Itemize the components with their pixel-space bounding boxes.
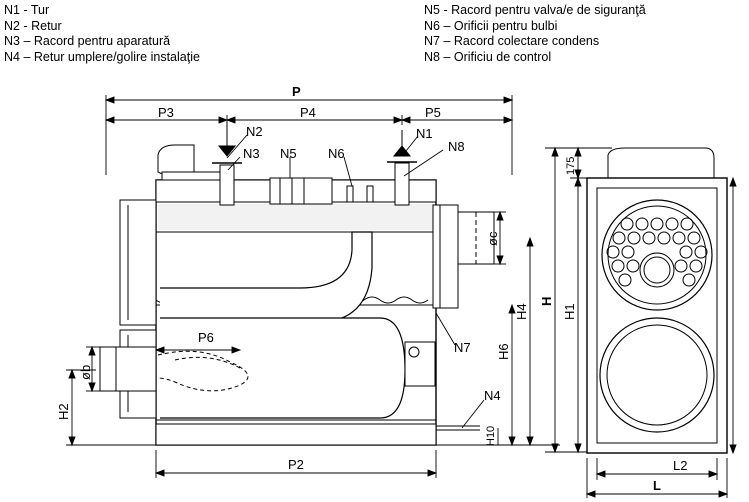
legend-left: N1 - Tur N2 - Retur N3 – Racord pentru a…	[4, 3, 200, 65]
dim-P6: P6	[198, 330, 214, 345]
supply-arrow-icon	[392, 145, 412, 157]
label-N7: N7	[454, 340, 471, 355]
dim-H6: H6	[496, 343, 511, 360]
control-box	[157, 144, 195, 179]
legend-right: N5 - Racord pentru valva/e de siguranţă …	[424, 3, 646, 65]
dim-H4: H4	[514, 303, 529, 320]
top-connections	[212, 161, 417, 206]
smoke-tubes	[606, 217, 708, 287]
dim-H2: H2	[56, 403, 71, 420]
front-top-cover	[607, 147, 715, 178]
burner-door	[119, 199, 157, 326]
combustion-chamber	[160, 317, 406, 419]
dim-L: L	[653, 478, 661, 493]
dim-b: øb	[78, 365, 93, 380]
label-N3: N3	[243, 146, 260, 161]
label-N2: N2	[246, 124, 263, 139]
side-dimensions	[66, 95, 612, 478]
legend-item-n6: N6 – Orificii pentru bulbi	[424, 18, 558, 33]
label-N8: N8	[448, 139, 465, 154]
label-N4: N4	[484, 388, 501, 403]
legend-item-n8: N8 – Orificiu de control	[424, 49, 552, 64]
rear-nozzle	[404, 341, 436, 387]
dim-P3: P3	[158, 105, 174, 120]
burner-flame	[157, 350, 249, 392]
side-view	[66, 95, 612, 478]
dim-P: P	[292, 84, 301, 99]
legend-item-n3: N3 – Racord pentru aparatură	[4, 34, 171, 48]
dim-P5: P5	[425, 105, 441, 120]
rotated-labels: øb H2 øc H4 H6 H10 H 175 H1	[56, 157, 577, 446]
dim-175: 175	[565, 157, 577, 175]
legend-item-n1: N1 - Tur	[4, 3, 50, 17]
legend-item-n5: N5 - Racord pentru valva/e de siguranţă	[424, 3, 646, 17]
label-N5: N5	[280, 146, 297, 161]
dim-P4: P4	[300, 105, 316, 120]
label-N1: N1	[416, 126, 433, 141]
dim-H: H	[539, 297, 554, 306]
base-plate	[155, 423, 437, 446]
legend-item-n7: N7 – Racord colectare condens	[424, 34, 600, 48]
burner-tube	[99, 346, 157, 392]
central-flue	[639, 252, 675, 288]
dim-H10: H10	[485, 426, 497, 446]
front-dimensions	[585, 176, 737, 498]
dim-L2: L2	[673, 458, 687, 473]
legend-item-n4: N4 – Retur umplere/golire instalaţie	[4, 49, 200, 64]
front-view	[585, 147, 737, 498]
drawing-labels: P P3 P4 P5 P6 P2 N2 N3 N5 N6 N1 N8 N7 N4…	[158, 84, 687, 493]
dim-c: øc	[485, 231, 500, 246]
dim-P2: P2	[288, 457, 304, 472]
legend-item-n2: N2 - Retur	[4, 18, 62, 33]
dim-H1: H1	[562, 303, 577, 320]
lower-chamber	[599, 317, 715, 433]
label-N6: N6	[328, 146, 345, 161]
heat-exchanger	[432, 204, 459, 309]
